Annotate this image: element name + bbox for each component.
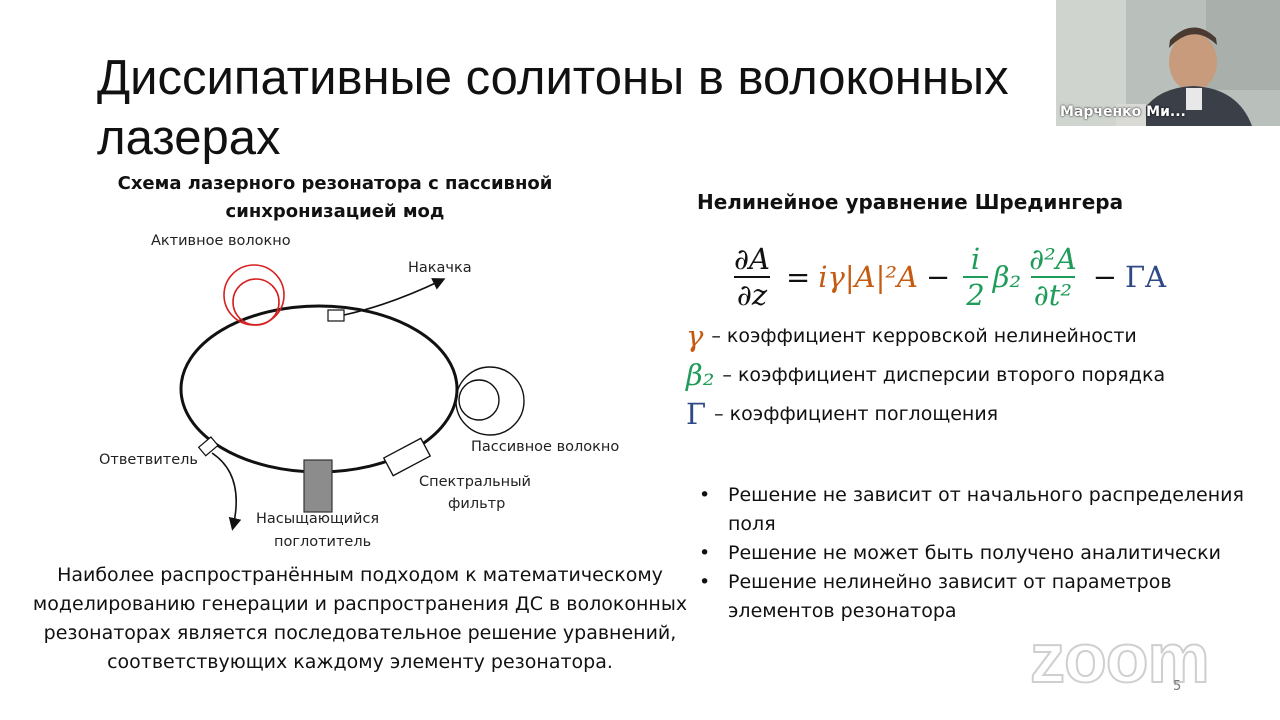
- participant-video-image: [1056, 0, 1280, 126]
- pump-arrow: [343, 278, 446, 316]
- lhs-numerator: ∂A: [734, 242, 770, 276]
- output-arrow: [211, 452, 242, 531]
- beta2-definition-text: – коэффициент дисперсии второго порядка: [722, 363, 1166, 386]
- d2-denominator: ∂t²: [1030, 276, 1076, 312]
- saturable-absorber: [303, 459, 333, 513]
- minus-sign-2: −: [1092, 260, 1117, 294]
- Gamma-definition-text: – коэффициент поглощения: [714, 402, 999, 425]
- loss-term: ΓA: [1125, 260, 1167, 294]
- d2-numerator: ∂²A: [1029, 242, 1077, 276]
- pump-coupler: [327, 309, 345, 322]
- definition-beta2: β₂ – коэффициент дисперсии второго поряд…: [686, 355, 1165, 394]
- minus-sign-1: −: [925, 260, 951, 294]
- label-active-fiber: Активное волокно: [151, 233, 291, 249]
- list-item: Решение нелинейно зависит от параметров …: [697, 568, 1257, 626]
- resonator-schematic: [179, 264, 525, 531]
- label-spectral-filter-line1: Спектральный: [419, 474, 531, 490]
- equation-title: Нелинейное уравнение Шредингера: [697, 190, 1124, 214]
- lhs-derivative: ∂A ∂z: [731, 242, 773, 312]
- lhs-denominator: ∂z: [733, 276, 771, 312]
- beta2-term: β₂: [992, 260, 1022, 294]
- output-coupler: [197, 436, 219, 457]
- list-item: Решение не может быть получено аналитиче…: [697, 539, 1257, 568]
- passive-fiber-inner-coil: [458, 379, 500, 421]
- label-spectral-filter-line2: фильтр: [448, 496, 506, 512]
- equals-sign: =: [785, 260, 811, 294]
- half-i-denominator: 2: [963, 276, 988, 312]
- solution-properties-list: Решение не зависит от начального распред…: [697, 481, 1257, 626]
- label-absorber-line2: поглотитель: [274, 534, 372, 550]
- spectral-filter: [382, 437, 432, 477]
- passive-fiber-outer-coil: [455, 366, 525, 436]
- half-i-numerator: i: [970, 242, 981, 276]
- slide-title: Диссипативные солитоны в волоконных лазе…: [97, 51, 1009, 165]
- gamma-symbol: γ: [686, 318, 704, 353]
- Gamma-symbol: Γ: [686, 396, 707, 431]
- label-absorber-line1: Насыщающийся: [256, 511, 380, 527]
- label-coupler: Ответвитель: [99, 452, 198, 468]
- half-i-fraction: i 2: [963, 242, 988, 312]
- list-item: Решение не зависит от начального распред…: [697, 481, 1257, 539]
- label-pump: Накачка: [408, 260, 472, 276]
- symbol-definitions: γ – коэффициент керровской нелинейности …: [686, 316, 1165, 433]
- definition-Gamma: Γ – коэффициент поглощения: [686, 394, 1165, 433]
- zoom-watermark: zoom: [1029, 618, 1211, 698]
- nonlinear-term: iγ|A|²A: [818, 260, 918, 294]
- slide-top-strip: [0, 0, 1056, 14]
- laser-resonator-diagram: Активное волокно Накачка Пассивное волок…: [90, 225, 650, 555]
- modeling-approach-paragraph: Наиболее распространённым подходом к мат…: [32, 564, 688, 673]
- participant-video-tile[interactable]: Марченко Ми...: [1056, 0, 1280, 126]
- beta2-symbol: β₂: [686, 357, 715, 392]
- nlse-equation: ∂A ∂z = iγ|A|²A − i 2 β₂ ∂²A ∂t² − ΓA: [726, 236, 1166, 318]
- slide-page-number: 5: [1173, 679, 1182, 694]
- second-derivative: ∂²A ∂t²: [1026, 242, 1080, 312]
- definition-gamma: γ – коэффициент керровской нелинейности: [686, 316, 1165, 355]
- gamma-definition-text: – коэффициент керровской нелинейности: [711, 324, 1137, 347]
- label-passive-fiber: Пассивное волокно: [471, 439, 620, 455]
- diagram-title: Схема лазерного резонатора с пассивной с…: [117, 173, 553, 222]
- active-fiber-inner-coil: [232, 278, 280, 326]
- participant-name: Марченко Ми...: [1060, 104, 1186, 120]
